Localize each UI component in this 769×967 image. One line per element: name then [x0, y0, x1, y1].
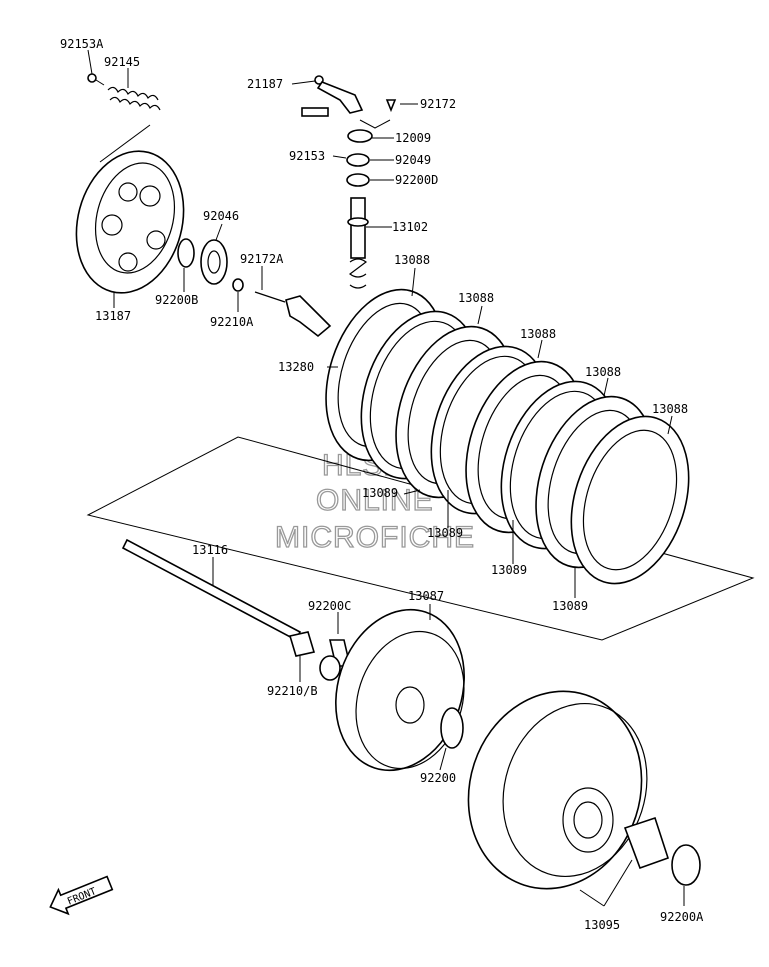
label-92172A: 92172A — [240, 252, 284, 266]
label-92153A: 92153A — [60, 37, 104, 51]
part-labels: 92153A 92145 21187 92172 12009 92153 920… — [60, 37, 704, 932]
leader-92145 — [99, 124, 151, 163]
label-92210B: 92210/B — [267, 684, 318, 698]
label-13095: 13095 — [584, 918, 620, 932]
washer-12009 — [347, 129, 373, 143]
label-13089-1: 13089 — [362, 486, 398, 500]
nut-92210B — [288, 631, 316, 657]
bolt-92153A — [87, 73, 105, 86]
lever-21187 — [314, 75, 364, 114]
label-13088-5: 13088 — [652, 402, 688, 416]
front-arrow: FRONT — [49, 875, 114, 916]
label-13087: 13087 — [408, 589, 444, 603]
clutch-housing-13095 — [467, 690, 648, 890]
watermark-line3: MICROFICHE — [275, 521, 475, 554]
watermark-line2: ONLINE — [316, 484, 434, 517]
washer-92200B — [177, 238, 195, 268]
label-13116: 13116 — [192, 543, 228, 557]
release-shaft-13102 — [347, 197, 369, 289]
oil-seal-92049 — [346, 153, 370, 167]
leader-12009 — [359, 119, 391, 129]
bolt-92153 — [301, 107, 329, 117]
label-13089-2: 13089 — [427, 526, 463, 540]
label-92200A: 92200A — [660, 910, 704, 924]
label-13187: 13187 — [95, 309, 131, 323]
label-13088-3: 13088 — [520, 327, 556, 341]
assembly-outline — [86, 436, 755, 641]
label-13088-1: 13088 — [394, 253, 430, 267]
label-12009: 12009 — [395, 131, 431, 145]
push-rod-13280 — [254, 291, 332, 338]
spring-92145 — [107, 86, 161, 111]
label-13088-4: 13088 — [585, 365, 621, 379]
washer-92200 — [440, 707, 464, 749]
label-21187: 21187 — [247, 77, 283, 91]
friction-plate-5 — [570, 415, 690, 585]
label-92200: 92200 — [420, 771, 456, 785]
plate-stack — [325, 288, 690, 585]
clutch-hub-13087 — [335, 608, 465, 772]
label-92145: 92145 — [104, 55, 140, 69]
label-92046: 92046 — [203, 209, 239, 223]
screw-92172 — [385, 99, 397, 113]
label-13089-4: 13089 — [552, 599, 588, 613]
label-92200C: 92200C — [308, 599, 351, 613]
label-13280: 13280 — [278, 360, 314, 374]
label-13088-2: 13088 — [458, 291, 494, 305]
bearing-92046 — [200, 239, 228, 285]
label-92153: 92153 — [289, 149, 325, 163]
nut-92210A — [232, 278, 244, 292]
leader-lines — [87, 49, 685, 907]
pressure-plate-13187 — [75, 150, 185, 294]
label-92049: 92049 — [395, 153, 431, 167]
label-13089-3: 13089 — [491, 563, 527, 577]
washer-92200A — [671, 844, 701, 886]
label-92200D: 92200D — [395, 173, 438, 187]
washer-92200D — [346, 173, 370, 187]
label-92200B: 92200B — [155, 293, 198, 307]
label-13102: 13102 — [392, 220, 428, 234]
washer-lock — [319, 655, 341, 681]
label-92172: 92172 — [420, 97, 456, 111]
sleeve — [623, 816, 670, 870]
label-92210A: 92210A — [210, 315, 254, 329]
